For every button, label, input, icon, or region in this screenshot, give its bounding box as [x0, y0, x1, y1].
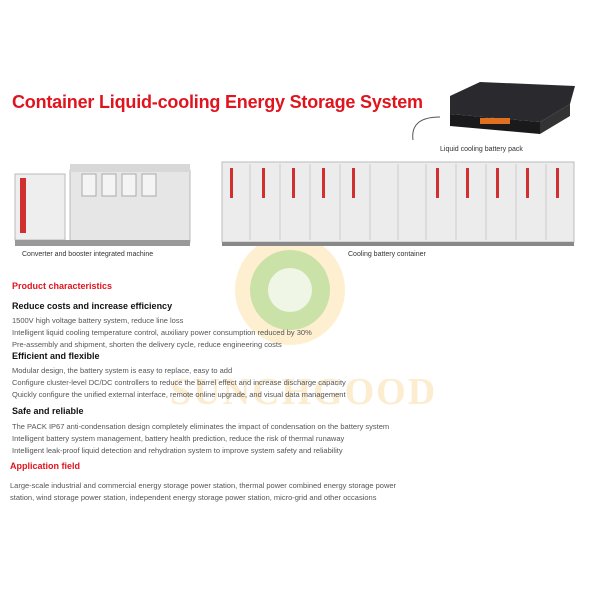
container-image	[221, 161, 575, 246]
converter-caption: Converter and booster integrated machine	[22, 251, 154, 258]
battery-pack-caption: Liquid cooling battery pack	[440, 146, 523, 153]
application-heading: Application field	[10, 461, 81, 471]
feature-line: The PACK IP67 anti-condensation design c…	[12, 422, 390, 431]
feature-line: Intelligent liquid cooling temperature c…	[12, 328, 312, 337]
battery-pack-image	[450, 82, 575, 134]
feature-line: Configure cluster-level DC/DC controller…	[12, 378, 346, 387]
feature-line: Quickly configure the unified external i…	[12, 390, 346, 399]
feature-line: Modular design, the battery system is ea…	[12, 366, 233, 375]
application-line: Large-scale industrial and commercial en…	[10, 481, 397, 490]
application-line: station, wind storage power station, ind…	[10, 493, 377, 502]
section-title: Efficient and flexible	[12, 351, 100, 361]
section-title: Safe and reliable	[12, 406, 84, 416]
watermark-logo	[235, 235, 345, 345]
feature-line: Pre-assembly and shipment, shorten the d…	[12, 340, 282, 349]
section-title: Reduce costs and increase efficiency	[12, 301, 173, 311]
feature-line: Intelligent leak-proof liquid detection …	[12, 446, 343, 455]
product-characteristics-heading: Product characteristics	[12, 281, 113, 291]
container-caption: Cooling battery container	[348, 251, 426, 258]
feature-line: 1500V high voltage battery system, reduc…	[12, 316, 184, 325]
feature-line: Intelligent battery system management, b…	[12, 434, 345, 443]
converter-image	[14, 164, 191, 246]
arrow-icon	[412, 116, 441, 141]
page-title: Container Liquid-cooling Energy Storage …	[12, 92, 423, 112]
watermark-text: SUNCHGOOD	[170, 371, 438, 413]
